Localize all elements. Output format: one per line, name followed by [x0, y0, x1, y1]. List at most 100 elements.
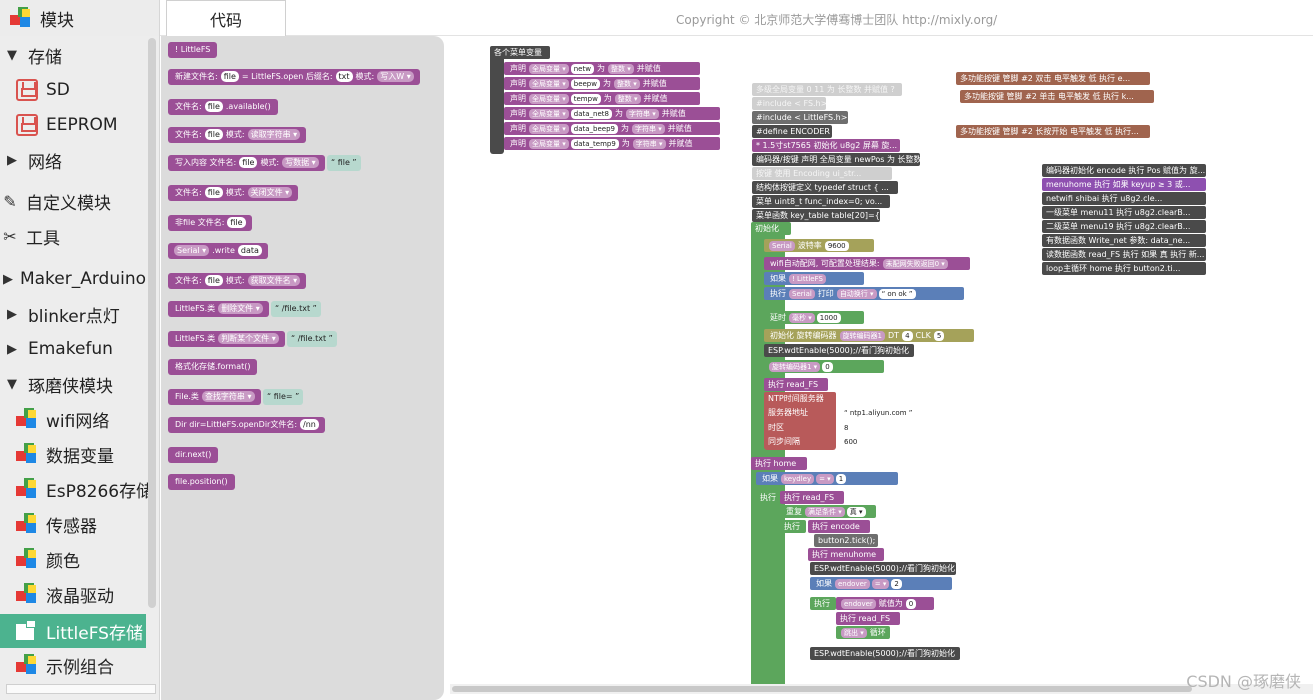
- code-block[interactable]: * 1.5寸st7565 初始化 u8g2 屏幕 旋...: [752, 139, 900, 152]
- sidebar-item[interactable]: 数据变量: [0, 437, 146, 471]
- block-field[interactable]: 600: [841, 437, 861, 447]
- exec-read-fs-block[interactable]: 执行 read_FS: [780, 491, 844, 504]
- block-field[interactable]: 全局变量 ▾: [529, 139, 569, 149]
- flyout-block[interactable]: Dir dir=LittleFS.openDir文件名:/nn: [168, 417, 325, 433]
- code-block[interactable]: 按键 使用 Encoding ui_str...: [752, 167, 892, 180]
- block-field[interactable]: 全局变量 ▾: [529, 79, 569, 89]
- ntp-server-value[interactable]: “ ntp1.aliyun.com ”: [836, 406, 936, 419]
- block-field[interactable]: Serial: [789, 289, 815, 299]
- block-field[interactable]: 2: [891, 579, 902, 589]
- block-field[interactable]: 9600: [824, 241, 849, 251]
- variable-group-title[interactable]: 各个菜单变量: [490, 46, 550, 59]
- block-field[interactable]: 全局变量 ▾: [529, 109, 569, 119]
- exec-read-fs-block[interactable]: 执行 read_FS: [764, 378, 828, 391]
- block-field[interactable]: 1: [835, 474, 847, 484]
- block-field[interactable]: 未配网失败返回0 ▾: [882, 259, 948, 269]
- block-field[interactable]: “ ntp1.aliyun.com ”: [841, 408, 916, 418]
- block-field[interactable]: 整数 ▾: [614, 94, 641, 104]
- block-field[interactable]: 0: [905, 599, 917, 609]
- code-block[interactable]: #define ENCODER: [752, 125, 832, 138]
- sidebar-item[interactable]: ▶blinker点灯: [0, 297, 146, 331]
- delay-block[interactable]: 延时毫秒 ▾1000: [764, 311, 864, 324]
- block-field[interactable]: 5: [933, 331, 945, 341]
- block-field[interactable]: data_temp9: [570, 139, 619, 149]
- block-field[interactable]: “ on ok ”: [878, 289, 916, 299]
- block-field[interactable]: 真 ▾: [846, 507, 866, 517]
- sidebar-scrollbar[interactable]: [148, 38, 156, 608]
- string-block[interactable]: “ file ”: [327, 155, 361, 171]
- sidebar-item[interactable]: wifi网络: [0, 402, 146, 436]
- flyout-block[interactable]: dir.next(): [168, 447, 219, 463]
- wdt-block[interactable]: ESP.wdtEnable(5000);//看门狗初始化: [810, 562, 956, 575]
- function-block[interactable]: netwifi shibai 执行 u8g2.cle...: [1042, 192, 1206, 205]
- break-loop-block[interactable]: 跳出 ▾循环: [836, 626, 890, 639]
- block-field[interactable]: 字符串 ▾: [632, 139, 666, 149]
- code-block[interactable]: 结构体按键定义 typedef struct { ...: [752, 181, 898, 194]
- block-field[interactable]: Serial: [769, 241, 795, 251]
- code-block[interactable]: 编码器/按键 声明 全局变量 newPos 为 长整数...: [752, 153, 920, 166]
- block-field[interactable]: endover: [841, 599, 876, 609]
- ntp-title[interactable]: NTP时间服务器: [764, 392, 836, 405]
- exec-read-fs-block[interactable]: 执行 read_FS: [836, 612, 900, 625]
- block-field[interactable]: 全局变量 ▾: [529, 94, 569, 104]
- code-block[interactable]: 菜单函数 key_table table[20]={...: [752, 209, 880, 222]
- block-field[interactable]: 0: [822, 362, 833, 372]
- sidebar-item[interactable]: ▼琢磨侠模块: [0, 367, 146, 401]
- block-field[interactable]: ! LittleFS: [789, 274, 826, 284]
- block-field[interactable]: 毫秒 ▾: [789, 313, 815, 323]
- sidebar-item[interactable]: 颜色: [0, 542, 146, 576]
- sidebar-item[interactable]: EsP8266存储: [0, 472, 153, 506]
- wdt-block[interactable]: ESP.wdtEnable(5000);//看门狗初始化: [764, 344, 914, 357]
- wifi-config-block[interactable]: wifi自动配网, 可配置处理结果:未配网失败返回0 ▾: [764, 257, 970, 270]
- if-block[interactable]: 如果! LittleFS: [764, 272, 864, 285]
- block-field[interactable]: netw: [570, 64, 594, 74]
- code-block[interactable]: 多级全局变量 0 11 为 长整数 并赋值 ?: [752, 83, 902, 96]
- sidebar-item[interactable]: 液晶驱动: [0, 577, 146, 611]
- block-field[interactable]: tempw: [570, 94, 601, 104]
- multi-button-block[interactable]: 多功能按键 管脚 #2 单击 电平触发 低 执行 k...: [960, 90, 1154, 103]
- sidebar-item[interactable]: SD: [0, 73, 146, 107]
- block-field[interactable]: 全局变量 ▾: [529, 124, 569, 134]
- function-block[interactable]: 二级菜单 menu19 执行 u8g2.clearB...: [1042, 220, 1206, 233]
- exec-encode-block[interactable]: 执行 encode: [808, 520, 870, 533]
- sidebar-item[interactable]: ▶网络: [0, 143, 146, 177]
- multi-button-block[interactable]: 多功能按键 管脚 #2 长按开始 电平触发 低 执行...: [956, 125, 1150, 138]
- code-block[interactable]: #include < FS.h>: [752, 97, 826, 110]
- multi-button-block[interactable]: 多功能按键 管脚 #2 双击 电平触发 低 执行 e...: [956, 72, 1150, 85]
- block-field[interactable]: endover: [835, 579, 870, 589]
- sidebar-item[interactable]: 示例组合: [0, 648, 146, 682]
- block-field[interactable]: 4: [902, 331, 913, 341]
- sidebar-item[interactable]: ✂工具: [0, 219, 146, 253]
- repeat-block[interactable]: 重复满足条件 ▾真 ▾: [780, 505, 876, 518]
- block-field[interactable]: = ▾: [871, 579, 890, 589]
- flyout-block[interactable]: file.position(): [168, 474, 235, 490]
- block-field[interactable]: 整数 ▾: [607, 64, 634, 74]
- block-field[interactable]: 全局变量 ▾: [529, 64, 569, 74]
- function-block[interactable]: 读数据函数 read_FS 执行 如果 真 执行 新...: [1042, 248, 1206, 261]
- block-field[interactable]: 整数 ▾: [613, 79, 640, 89]
- tick-block[interactable]: button2.tick();: [814, 534, 878, 547]
- sidebar-horizontal-scrollbar[interactable]: [6, 684, 156, 694]
- variable-group-frame[interactable]: [490, 46, 504, 154]
- string-block[interactable]: “ /file.txt ”: [271, 301, 321, 317]
- block-field[interactable]: keydley: [781, 474, 815, 484]
- function-block[interactable]: loop主循环 home 执行 button2.ti...: [1042, 262, 1206, 275]
- exec-menuhome-block[interactable]: 执行 menuhome: [808, 548, 884, 561]
- wdt-block[interactable]: ESP.wdtEnable(5000);//看门狗初始化: [810, 647, 960, 660]
- flyout-block[interactable]: 文件名:file.available(): [168, 99, 278, 115]
